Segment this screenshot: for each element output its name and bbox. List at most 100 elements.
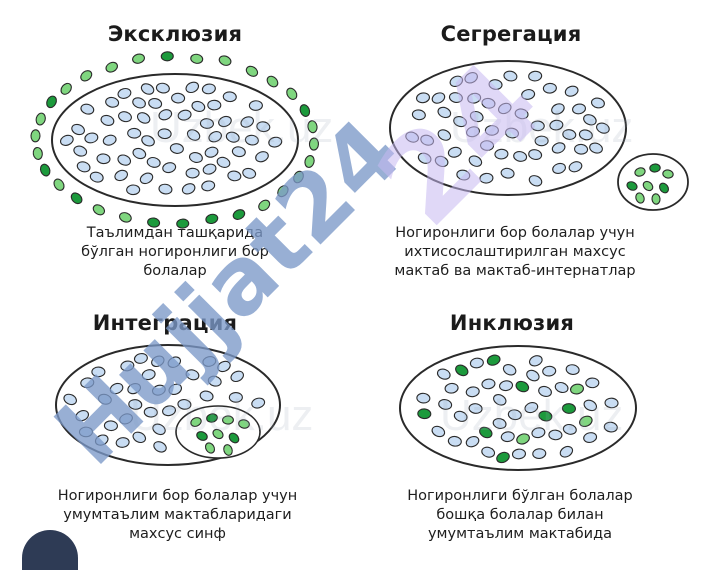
child-dot <box>80 377 95 389</box>
child-dot <box>39 163 51 177</box>
child-dot <box>642 180 654 192</box>
child-dot <box>232 209 246 220</box>
child-dot <box>511 448 527 460</box>
child-dot <box>176 218 190 229</box>
child-dot <box>524 401 539 414</box>
child-dot <box>255 151 269 163</box>
child-dot <box>102 134 117 146</box>
child-dot <box>201 83 216 95</box>
child-dot <box>105 96 120 108</box>
child-dot <box>244 134 259 146</box>
child-dot <box>564 85 579 97</box>
child-dot <box>551 103 565 115</box>
panel-title-exclusion: Эксклюзия <box>107 22 243 46</box>
child-dot <box>202 356 217 367</box>
child-dot <box>94 434 109 446</box>
child-dot <box>559 445 574 458</box>
child-dot <box>92 204 106 216</box>
child-dot <box>516 433 530 445</box>
child-dot <box>568 161 583 173</box>
child-dot <box>141 135 155 147</box>
child-dot <box>162 405 177 417</box>
child-dot <box>230 370 244 383</box>
child-dot <box>155 82 170 94</box>
child-dot <box>202 163 217 175</box>
child-dot <box>126 184 141 196</box>
child-dot <box>228 432 240 444</box>
child-dot <box>78 426 94 438</box>
child-dot <box>438 399 453 410</box>
child-dot <box>205 213 219 225</box>
child-dot <box>97 393 112 405</box>
child-dot <box>468 155 483 167</box>
child-dot <box>659 182 669 194</box>
child-dot <box>590 97 605 109</box>
child-dot <box>572 103 587 115</box>
child-dot <box>481 97 496 109</box>
child-dot <box>216 156 231 168</box>
child-dot <box>468 403 483 414</box>
caption-line: бошқа болалар билан <box>436 507 604 523</box>
child-dot <box>562 129 577 140</box>
child-dot <box>222 415 234 425</box>
caption-line: ихтисослаштирилган махсус <box>404 244 626 260</box>
child-dot <box>515 380 530 393</box>
child-dot <box>530 120 545 132</box>
child-dot <box>513 151 528 162</box>
child-dot <box>185 81 200 94</box>
child-dot <box>75 409 90 422</box>
child-dot <box>132 53 145 64</box>
child-dot <box>528 355 543 367</box>
child-dot <box>218 115 232 128</box>
child-dot <box>456 169 471 181</box>
child-dot <box>420 134 435 146</box>
child-dot <box>63 393 77 406</box>
child-dot <box>208 131 222 143</box>
panel-title-inclusion: Инклюзия <box>449 311 575 335</box>
child-dot <box>158 109 173 121</box>
child-dot <box>626 181 638 191</box>
panel-caption-exclusion: Таълимдан ташқарида бўлган ногиронлиги б… <box>40 224 310 281</box>
caption-line: болалар <box>143 263 207 279</box>
child-dot <box>494 148 509 160</box>
child-dot <box>453 116 467 128</box>
child-dot <box>437 106 452 119</box>
caption-line: бўлган ногиронлиги бор <box>81 244 269 260</box>
child-dot <box>486 354 501 366</box>
child-dot <box>528 149 543 161</box>
child-dot <box>119 212 132 223</box>
child-dot <box>148 97 163 109</box>
child-dot <box>152 423 166 436</box>
child-dot <box>139 172 154 185</box>
child-dot <box>168 383 183 395</box>
child-dot <box>199 390 214 402</box>
child-dot <box>162 162 177 174</box>
child-dot <box>552 162 566 174</box>
child-dot <box>132 147 147 160</box>
child-dot <box>479 172 494 184</box>
child-dot <box>417 408 432 420</box>
child-dot <box>449 75 464 88</box>
caption-line: Ногиронлиги бор болалар учун <box>395 225 635 241</box>
child-dot <box>240 116 254 128</box>
integration-diagram <box>55 344 281 466</box>
child-dot <box>89 171 104 183</box>
child-dot <box>467 92 482 104</box>
child-dot <box>147 217 161 228</box>
child-dot <box>585 377 600 389</box>
child-dot <box>84 132 99 144</box>
child-dot <box>286 87 298 100</box>
child-dot <box>160 51 174 62</box>
child-dot <box>465 435 480 448</box>
caption-line: Ногиронлиги бўлган болалар <box>407 488 633 504</box>
child-dot <box>562 423 577 435</box>
child-dot <box>554 381 569 394</box>
child-dot <box>507 409 522 421</box>
child-dot <box>651 193 661 205</box>
child-dot <box>565 364 580 376</box>
child-dot <box>181 183 196 195</box>
child-dot <box>455 364 469 377</box>
child-dot <box>538 385 552 397</box>
child-dot <box>91 366 106 378</box>
child-dot <box>551 142 566 154</box>
